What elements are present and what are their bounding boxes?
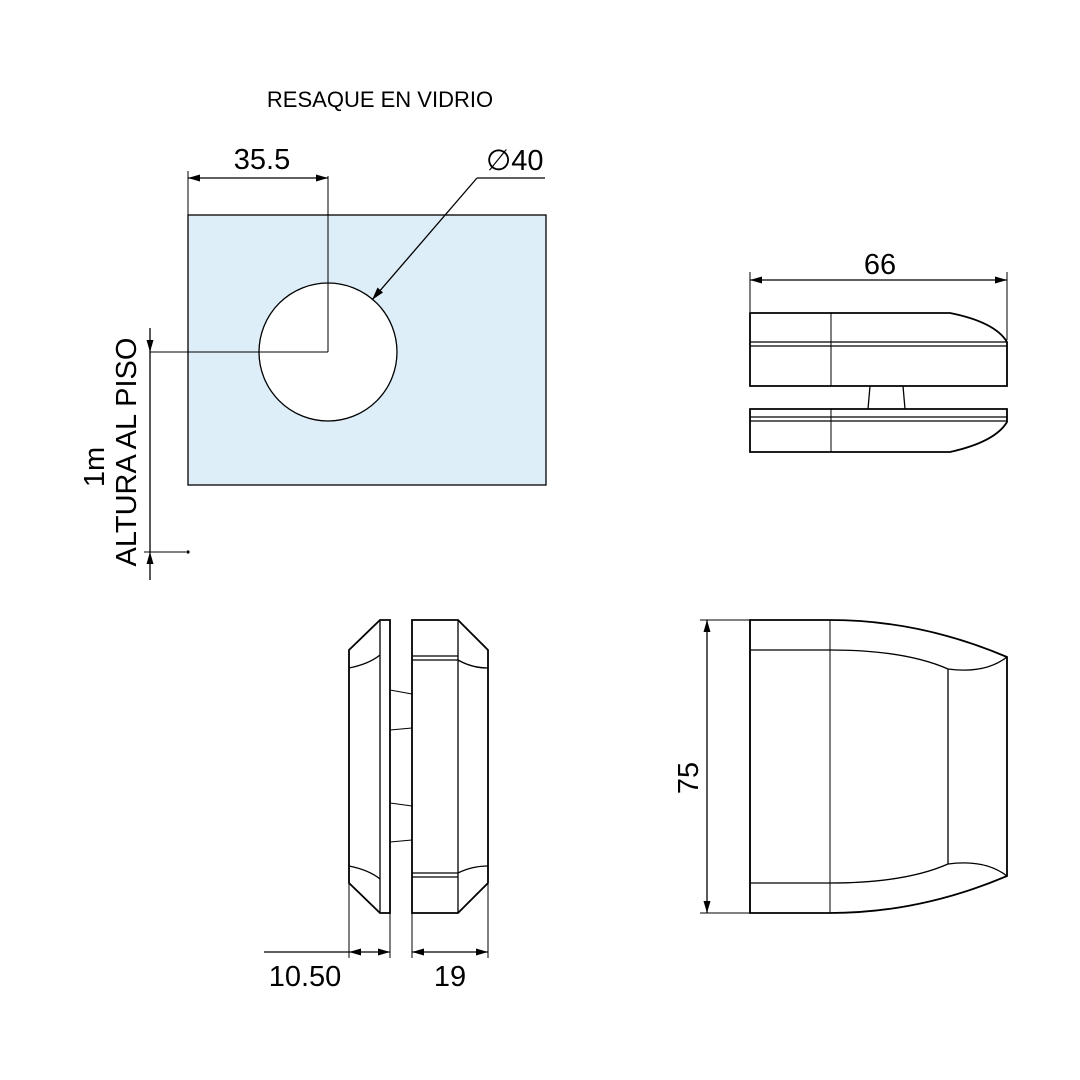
glass-cutout-view: RESAQUE EN VIDRIO 35.5 ∅40 1m ALTURA AL … [79,87,547,580]
height-label-line1: 1m [79,447,111,487]
drawing-title: RESAQUE EN VIDRIO [267,87,493,112]
edge-view-connectors [389,689,413,843]
right-pad-arrow-left [412,948,424,956]
side-view-body [749,619,1008,914]
side-height-arrow-top [703,620,711,632]
height-arrow-top [146,340,154,352]
edge-view-right-pad [411,619,489,914]
right-pad-arrow-right [476,948,488,956]
left-pad-arrow-right [378,948,390,956]
edge-view-right-pad-bevels [457,620,489,913]
left-pad-thickness-label: 10.50 [269,961,342,993]
edge-view-left-pad [348,619,391,914]
top-view-lower-body [749,408,1008,453]
diameter-value: 40 [511,145,543,177]
diameter-leader-line [371,177,478,301]
width-label: 66 [864,249,896,281]
height-label-line2: ALTURA AL PISO [111,338,143,567]
height-arrow-bottom [146,552,154,564]
offset-arrow-right [316,174,328,182]
floor-reference-point [186,550,190,554]
offset-arrow-left [188,174,200,182]
side-height-label: 75 [673,762,705,794]
side-view-top-inner-edge [750,649,1008,671]
edge-view-left-pad-curves [348,654,381,880]
right-pad-thickness-label: 19 [434,961,466,993]
hole-offset-label: 35.5 [234,144,290,176]
width-arrow-right [995,276,1007,284]
diameter-symbol: ∅ [486,145,511,177]
diameter-arrow [372,287,383,300]
side-height-arrow-bottom [703,901,711,913]
hole-diameter-label: ∅40 [486,145,544,177]
edge-view: 10.50 19 [264,619,489,993]
side-view: 75 [673,619,1008,914]
width-arrow-left [750,276,762,284]
top-view: 66 [749,249,1008,453]
side-view-bottom-inner-edge [750,862,1008,884]
left-pad-arrow-left [349,948,361,956]
top-view-pin [867,385,906,410]
top-view-upper-body [749,312,1008,387]
